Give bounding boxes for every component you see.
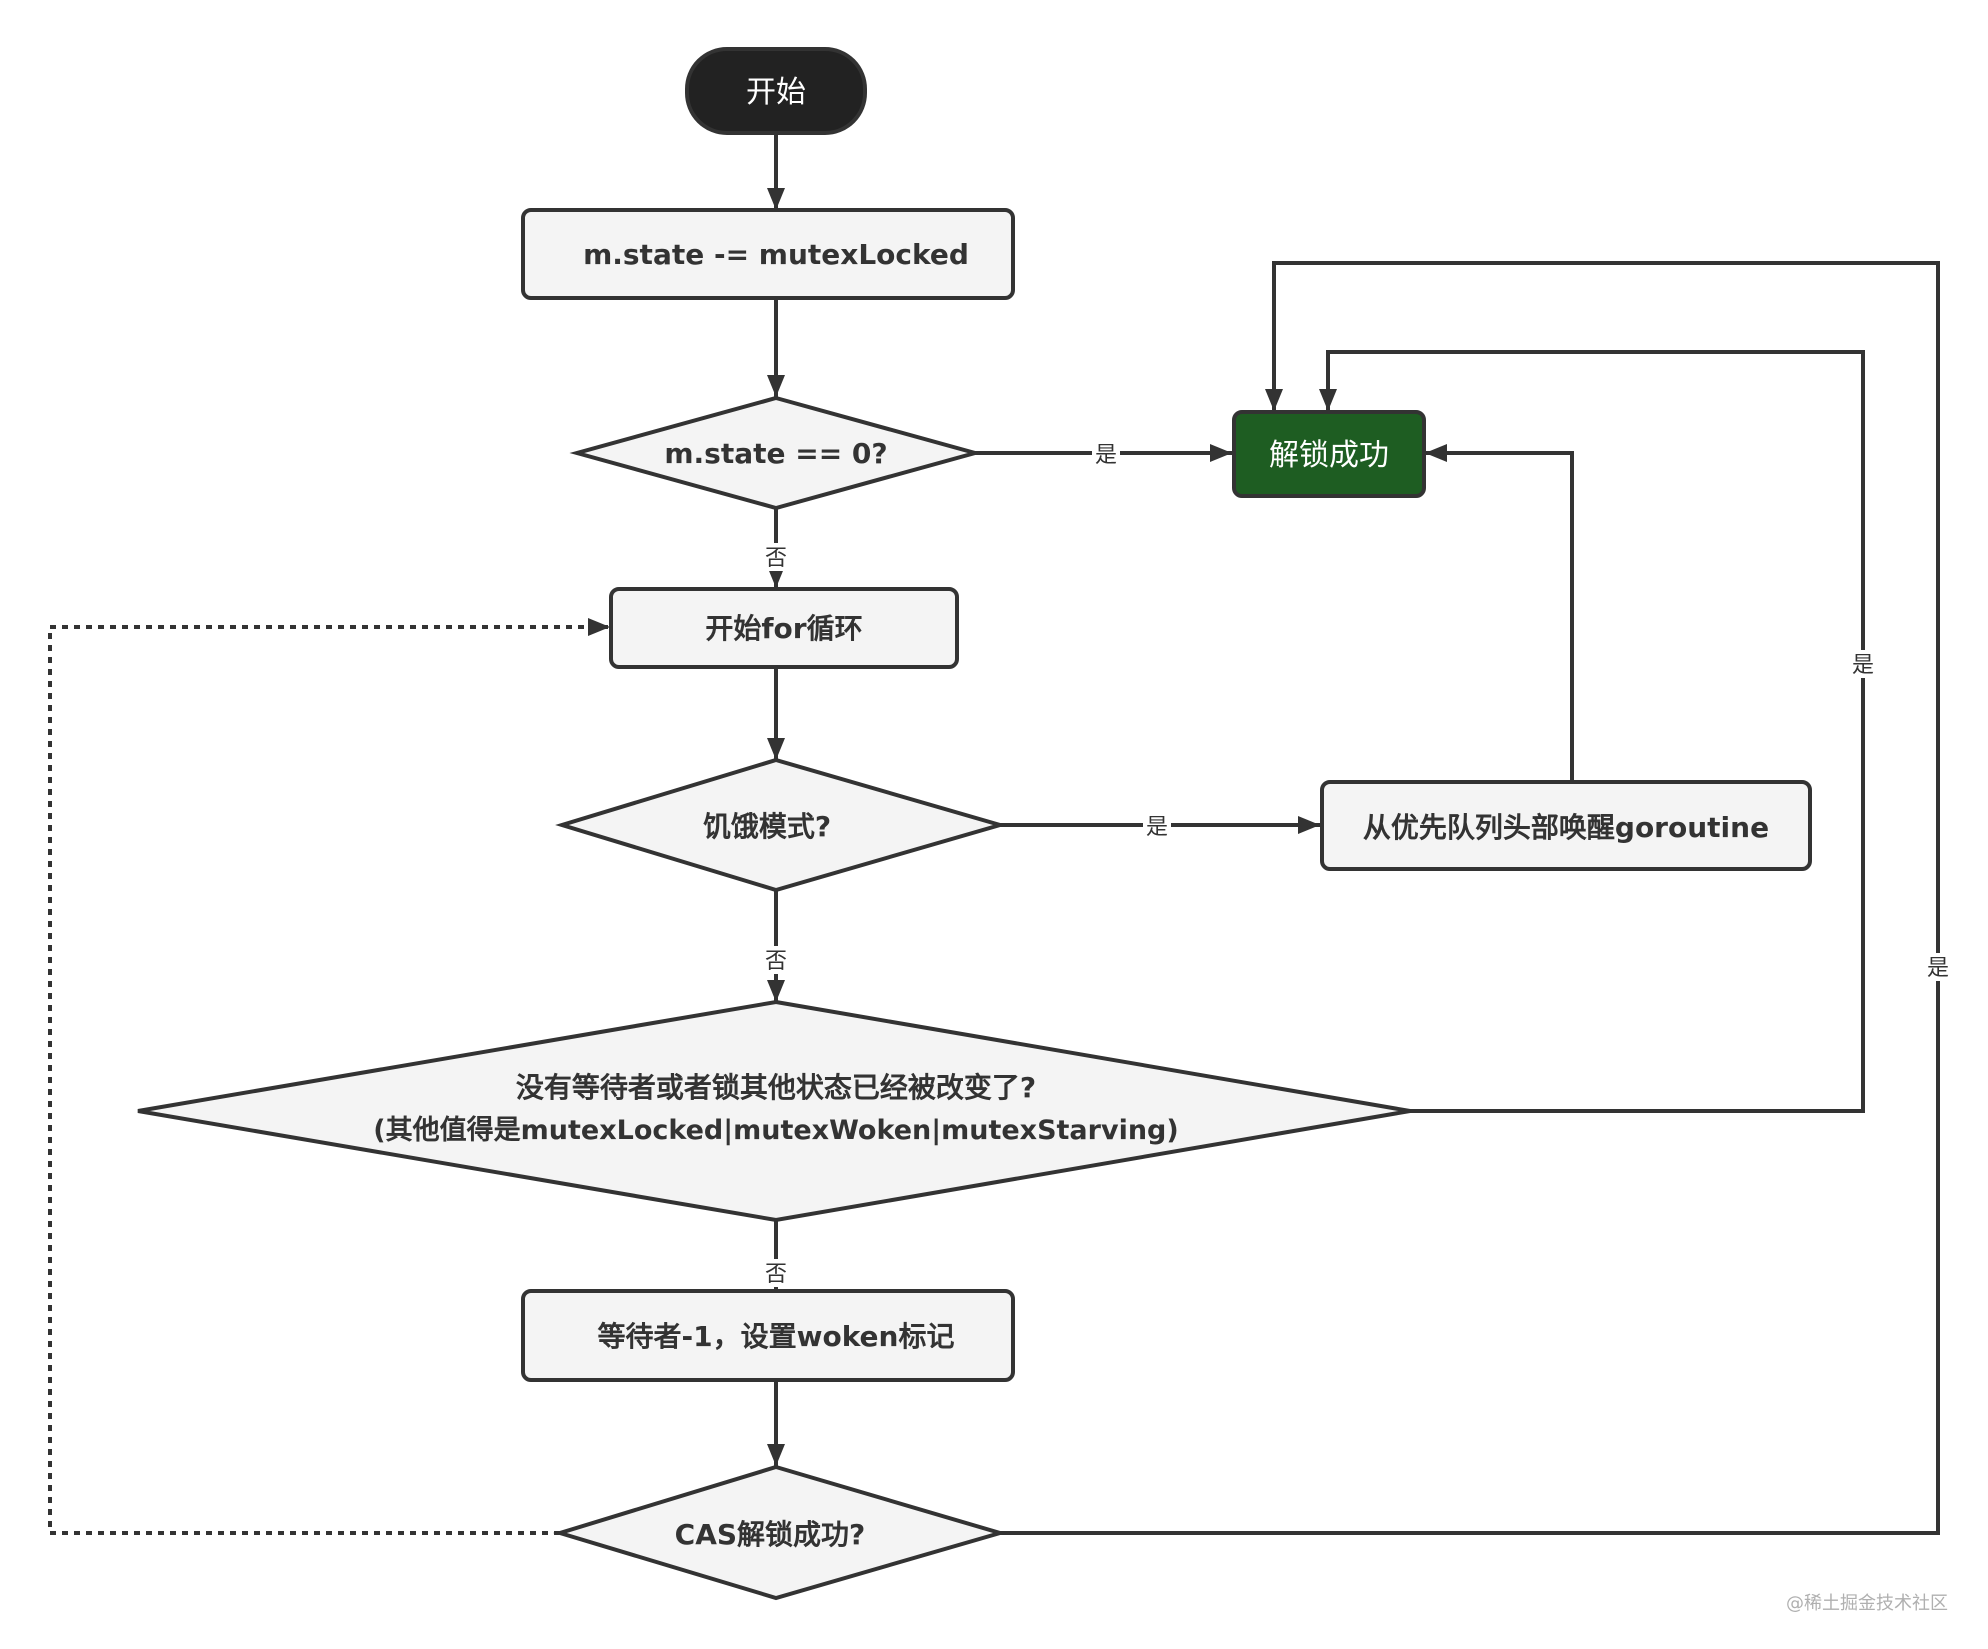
- node-for-loop-label: 开始for循环: [705, 612, 862, 645]
- node-decrement-label: m.state -= mutexLocked: [583, 238, 969, 271]
- watermark: @稀土掘金技术社区: [1786, 1593, 1948, 1614]
- node-no-waiters-label-line2: (其他值得是mutexLocked|mutexWoken|mutexStarvi…: [373, 1115, 1178, 1146]
- edge-no-waiters-yes: [1319, 350, 1865, 1113]
- node-start: [685, 47, 867, 135]
- label-starving-yes: 是: [1146, 815, 1168, 840]
- node-cas: [553, 1464, 1008, 1601]
- node-no-waiters-label-line1: 没有等待者或者锁其他状态已经被改变了?: [516, 1071, 1036, 1104]
- edge-cas-yes: [1000, 261, 1940, 1535]
- node-set-woken-label: 等待者-1，设置woken标记: [597, 1320, 954, 1353]
- label-starving-no: 否: [765, 949, 787, 974]
- label-no-waiters-no: 否: [765, 1262, 787, 1287]
- node-start-label: 开始: [746, 75, 806, 110]
- label-state-zero-no: 否: [765, 546, 787, 571]
- node-wake-head: [1320, 780, 1812, 871]
- node-state-zero-label: m.state == 0?: [664, 437, 887, 470]
- label-state-zero-yes: 是: [1095, 443, 1117, 468]
- node-set-woken: [521, 1289, 1015, 1382]
- edge-cas-retry-dotted: [48, 618, 610, 1535]
- node-for-loop: [609, 587, 959, 669]
- node-cas-label: CAS解锁成功?: [675, 1518, 866, 1551]
- edge-wake-to-unlock: [1425, 444, 1574, 781]
- node-decrement: [521, 208, 1015, 300]
- label-cas-yes: 是: [1927, 956, 1949, 981]
- node-wake-head-label: 从优先队列头部唤醒goroutine: [1363, 811, 1769, 844]
- label-no-waiters-yes: 是: [1852, 653, 1874, 678]
- node-starving: [555, 757, 1008, 893]
- node-unlock-ok: [1232, 410, 1426, 498]
- node-starving-label: 饥饿模式?: [703, 810, 831, 843]
- node-unlock-ok-label: 解锁成功: [1269, 438, 1389, 473]
- node-no-waiters: [137, 999, 1411, 1223]
- node-state-zero: [569, 395, 983, 511]
